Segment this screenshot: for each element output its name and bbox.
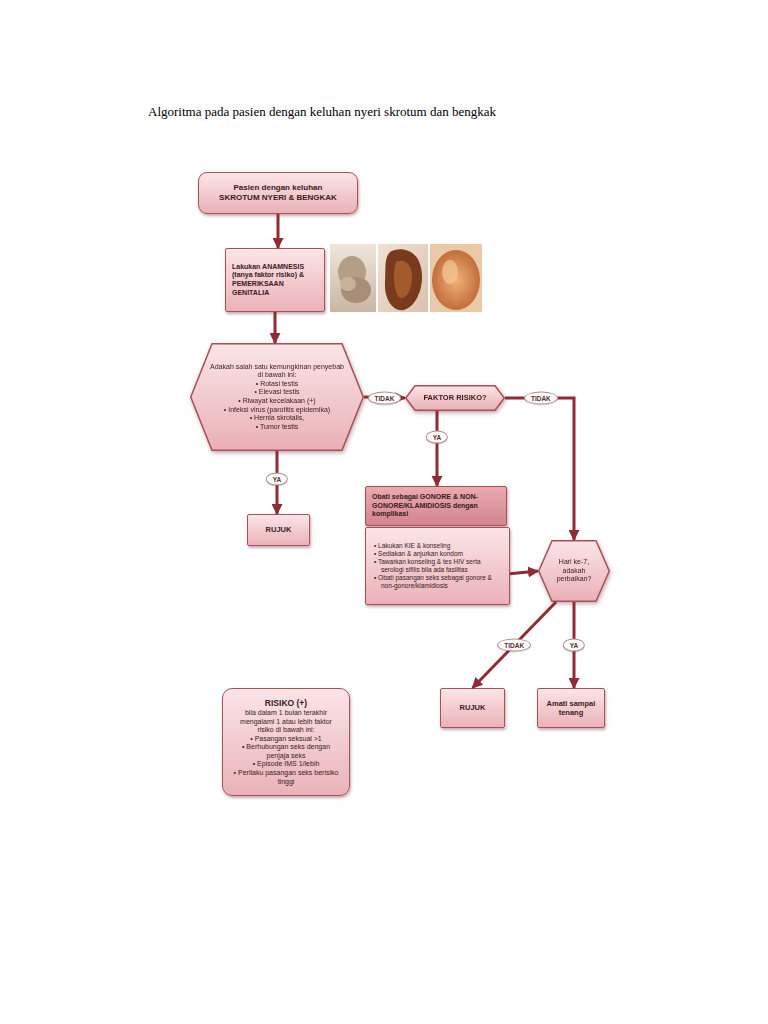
node-text: • Sediakan & anjurkan kondom xyxy=(374,550,463,558)
node-text: • Perilaku pasangan seks berisiko tinggi xyxy=(231,769,341,786)
hexagon-outline xyxy=(191,344,364,451)
flow-arrow xyxy=(573,602,576,688)
node-text: RUJUK xyxy=(460,703,486,712)
node-text: bila dalam 1 bulan terakhir mengalami 1 … xyxy=(231,709,341,735)
node-text: Amati sampai tenang xyxy=(544,699,598,717)
photo-detail xyxy=(340,277,356,291)
edge-label: YA xyxy=(563,639,585,652)
decision-hexagon: Adakah salah satu kemungkinan penyebab d… xyxy=(190,343,364,451)
node-text: Pasien dengan keluhan SKROTUM NYERI & BE… xyxy=(215,183,341,203)
process-box: Lakukan ANAMNESIS (tanya faktor risiko) … xyxy=(225,248,325,312)
node-text: RISIKO (+) xyxy=(265,698,307,708)
node-text: Lakukan ANAMNESIS (tanya faktor risiko) … xyxy=(232,263,318,297)
flow-arrow xyxy=(364,397,405,398)
photo-detail xyxy=(341,277,371,303)
flow-arrow xyxy=(276,451,279,514)
node-text: • Pasangan seksual >1 xyxy=(250,735,322,744)
edge-label: TIDAK xyxy=(368,391,402,404)
edge-label: YA xyxy=(266,473,288,486)
flow-arrow xyxy=(510,571,538,574)
node-text: Obati sebagai GONORE & NON-GONORE/KLAMID… xyxy=(372,493,500,519)
node-text: • Tawarkan konseling & tes HIV serta ser… xyxy=(374,558,503,574)
photo-detail xyxy=(394,261,412,298)
node-text: • Riwayat kecelakaan (+) xyxy=(238,397,315,406)
flow-arrow xyxy=(505,398,574,540)
flow-arrow xyxy=(274,312,277,343)
treatment-header: Obati sebagai GONORE & NON-GONORE/KLAMID… xyxy=(365,486,507,526)
connector-group xyxy=(275,214,574,688)
hexagon-outline xyxy=(406,386,505,411)
node-text: Hari ke-7, adakah perbaikan? xyxy=(550,558,598,584)
hexagon-outline xyxy=(539,541,610,602)
photo-detail xyxy=(442,260,458,284)
flow-arrow xyxy=(436,411,439,486)
referral-box: RUJUK xyxy=(247,514,310,546)
node-text: Adakah salah satu kemungkinan penyebab d… xyxy=(210,363,344,380)
action-list-box: • Lakukan KIE & konseling• Sediakan & an… xyxy=(365,527,510,605)
node-text: • Lakukan KIE & konseling xyxy=(374,542,450,550)
node-text: • Infeksi virus (parotitis epidemika) xyxy=(224,406,330,415)
photo-detail xyxy=(385,249,422,310)
node-text: • Tumor testis xyxy=(256,423,299,432)
node-text: • Berhubungan seks dengan penjaja seks xyxy=(231,743,341,760)
photo-frame xyxy=(330,244,376,312)
start-box: Pasien dengan keluhan SKROTUM NYERI & BE… xyxy=(198,172,358,214)
photo-frame xyxy=(430,244,482,312)
photo-frame xyxy=(378,244,428,312)
edge-label: TIDAK xyxy=(524,392,558,405)
decision-hexagon: FAKTOR RISIKO? xyxy=(405,385,505,411)
scrotum-photos xyxy=(330,244,482,314)
node-text: • Elevasi testis xyxy=(254,388,299,397)
decision-hexagon: Hari ke-7, adakah perbaikan? xyxy=(538,540,610,602)
node-text: • Obati pasangan seks sebagai gonore & n… xyxy=(374,574,503,590)
node-text: • Rotasi testis xyxy=(256,380,299,389)
photo-detail xyxy=(432,250,480,310)
node-text: • Episode IMS 1/lebih xyxy=(253,760,320,769)
edge-label: TIDAK xyxy=(497,639,531,652)
risk-note-box: RISIKO (+)bila dalam 1 bulan terakhir me… xyxy=(222,688,350,796)
referral-box: RUJUK xyxy=(440,688,505,728)
node-text: RUJUK xyxy=(266,525,292,534)
page-title: Algoritma pada pasien dengan keluhan nye… xyxy=(148,104,496,120)
edge-label: YA xyxy=(426,431,448,444)
node-text: • Hernia skrotalis, xyxy=(250,414,305,423)
flow-arrow xyxy=(277,214,280,248)
flow-arrow xyxy=(473,602,557,688)
outcome-box: Amati sampai tenang xyxy=(537,688,605,728)
node-text: FAKTOR RISIKO? xyxy=(423,393,486,402)
